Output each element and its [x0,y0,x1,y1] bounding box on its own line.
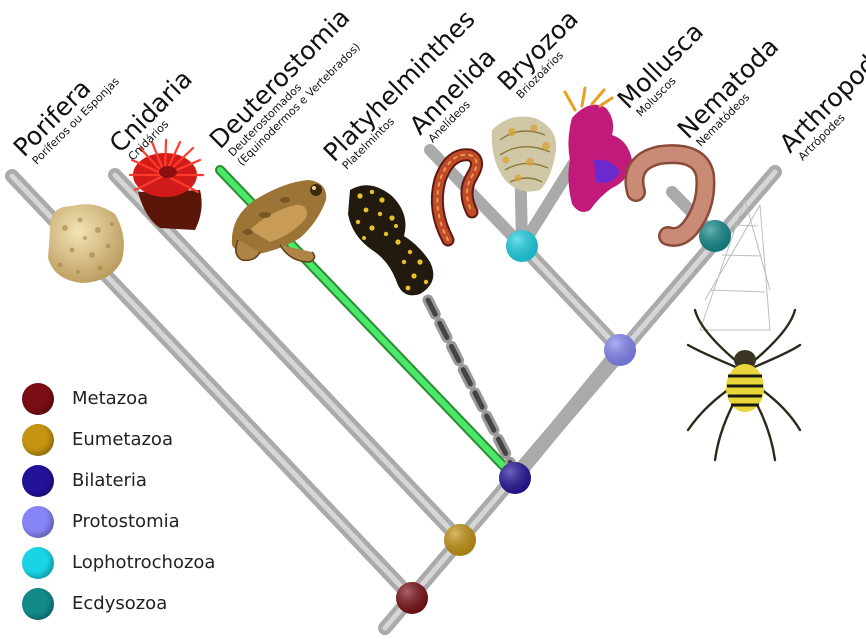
flatworm-illustration [348,185,433,295]
taxon-arthropoda: Arthropoda Artrópodes [774,38,866,166]
legend-label: Protostomia [72,511,180,532]
legend-swatch [22,465,54,497]
legend-label: Ecdysozoa [72,593,167,614]
legend-label: Eumetazoa [72,429,173,450]
earthworm-illustration [437,155,476,240]
legend-label: Lophotrochozoa [72,552,215,573]
legend-item-metazoa: Metazoa [22,378,215,419]
bryozoan-illustration [492,117,556,192]
legend-label: Bilateria [72,470,147,491]
legend-swatch [22,588,54,620]
legend-swatch [22,506,54,538]
legend-item-protostomia: Protostomia [22,501,215,542]
legend-swatch [22,383,54,415]
legend-swatch [22,424,54,456]
taxon-porifera: Porifera Poríferos ou Esponjas [8,56,122,170]
taxon-bryozoa: Bryozoa Briozoários [492,4,592,104]
legend-item-eumetazoa: Eumetazoa [22,419,215,460]
branch-protostomia [515,350,620,478]
legend-label: Metazoa [72,388,148,409]
legend-item-ecdysozoa: Ecdysozoa [22,583,215,624]
sponge-illustration [48,204,124,283]
legend-item-lophotrochozoa: Lophotrochozoa [22,542,215,583]
legend-swatch [22,547,54,579]
clade-legend: Metazoa Eumetazoa Bilateria Protostomia … [22,378,215,624]
legend-item-bilateria: Bilateria [22,460,215,501]
sea-slug-illustration [565,88,632,212]
